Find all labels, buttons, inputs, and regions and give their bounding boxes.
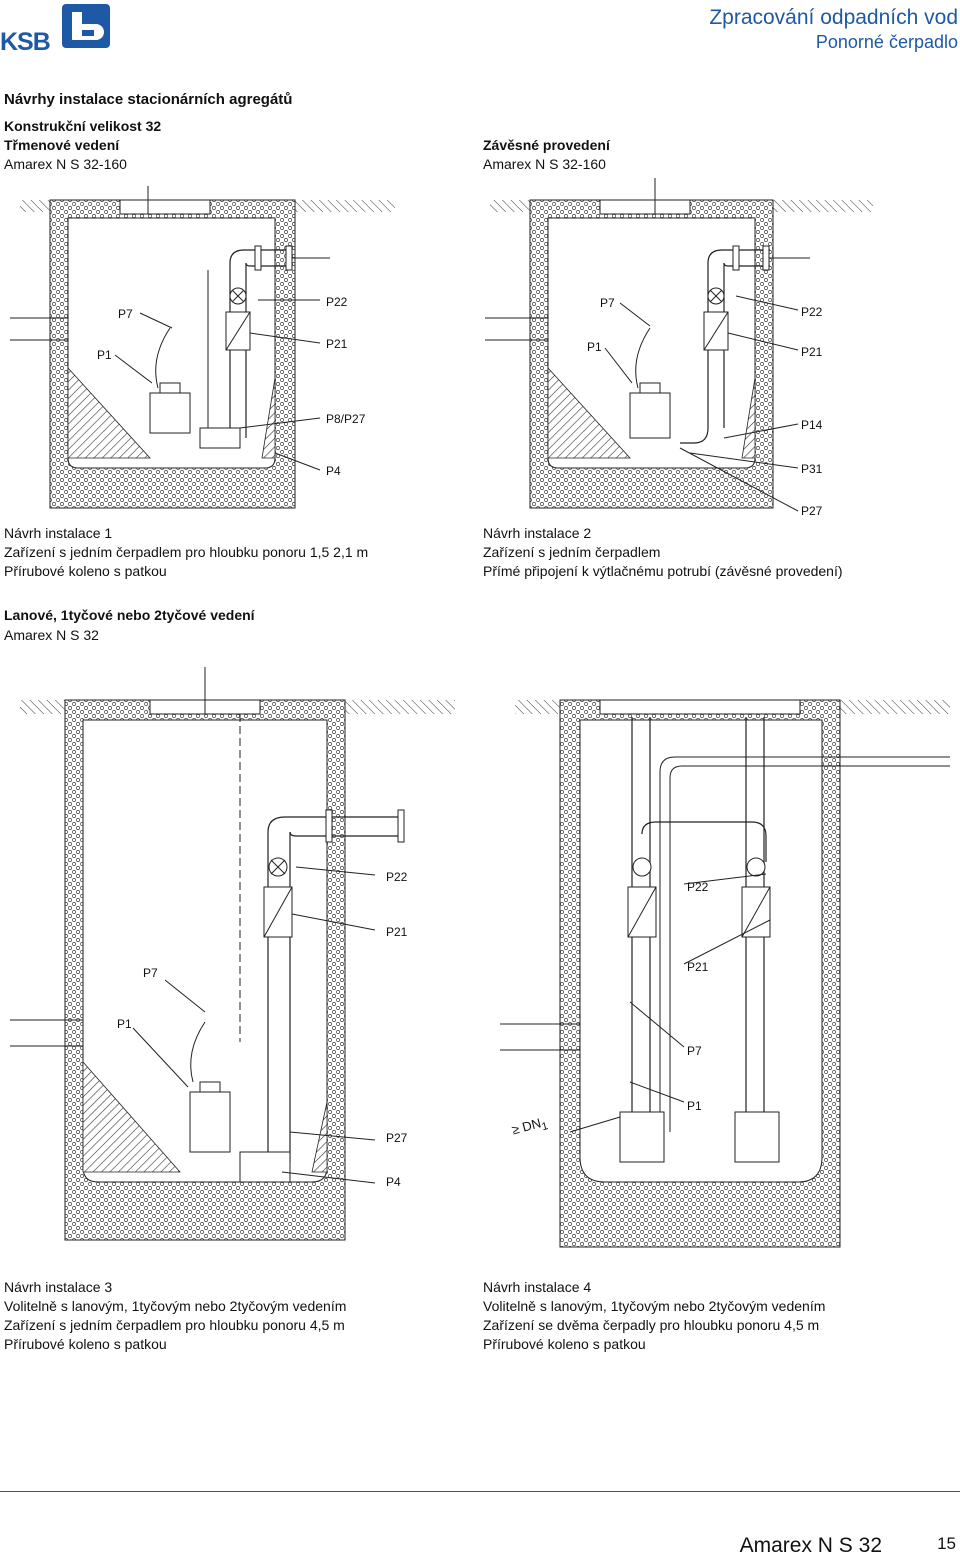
caption-2-line-2: Zařízení s jedním čerpadlem <box>483 544 661 560</box>
caption-1-line-3: Přírubové koleno s patkou <box>4 563 167 579</box>
caption-2-line-3: Přímé připojení k výtlačnému potrubí (zá… <box>483 563 843 579</box>
caption-3-line-3: Zařízení s jedním čerpadlem pro hloubku … <box>4 1317 345 1333</box>
caption-1: Návrh instalace 1 Zařízení s jedním čerp… <box>4 524 368 581</box>
section-title: Návrhy instalace stacionárních agregátů <box>4 91 293 108</box>
d3-label-p4: P4 <box>386 1175 401 1189</box>
caption-3-line-1: Návrh instalace 3 <box>4 1279 113 1295</box>
d2-label-p31: P31 <box>801 462 823 476</box>
d3-label-p1: P1 <box>117 1017 132 1031</box>
d2-label-p21: P21 <box>801 345 823 359</box>
d2-label-p1: P1 <box>587 340 602 354</box>
footer-model: Amarex N S 32 <box>739 1534 882 1557</box>
d4-label-p7: P7 <box>687 1044 702 1058</box>
size-line: Konstrukční velikost 32 <box>4 118 162 134</box>
drawing-1 <box>10 186 395 509</box>
ksb-logo <box>0 0 115 52</box>
caption-4-line-4: Přírubové koleno s patkou <box>483 1336 646 1352</box>
d2-label-p7: P7 <box>600 296 615 310</box>
right-heading: Závěsné provedení <box>483 137 610 153</box>
d4-label-p22: P22 <box>687 880 709 894</box>
d3-label-p27: P27 <box>386 1131 408 1145</box>
d1-label-p8p27: P8/P27 <box>326 412 366 426</box>
d3-label-p21: P21 <box>386 925 408 939</box>
page-number: 15 <box>937 1534 956 1553</box>
ksb-logo-icon <box>62 4 110 48</box>
d4-label-p21: P21 <box>687 960 709 974</box>
caption-1-line-1: Návrh instalace 1 <box>4 525 113 541</box>
caption-4-line-2: Volitelně s lanovým, 1tyčovým nebo 2tyčo… <box>483 1298 826 1314</box>
caption-4-line-3: Zařízení se dvěma čerpadly pro hloubku p… <box>483 1317 820 1333</box>
caption-4: Návrh instalace 4 Volitelně s lanovým, 1… <box>483 1278 825 1354</box>
caption-3: Návrh instalace 3 Volitelně s lanovým, 1… <box>4 1278 346 1354</box>
page-subtitle: Ponorné čerpadlo <box>815 32 958 52</box>
d1-label-p1: P1 <box>97 348 112 362</box>
caption-2-line-1: Návrh instalace 2 <box>483 525 592 541</box>
d2-label-p27: P27 <box>801 504 823 518</box>
caption-3-line-2: Volitelně s lanovým, 1tyčovým nebo 2tyčo… <box>4 1298 347 1314</box>
right-model: Amarex N S 32-160 <box>483 156 606 172</box>
caption-1-line-2: Zařízení s jedním čerpadlem pro hloubku … <box>4 544 369 560</box>
caption-3-line-4: Přírubové koleno s patkou <box>4 1336 167 1352</box>
block2-model: Amarex N S 32 <box>4 627 99 643</box>
d2-label-p22: P22 <box>801 305 823 319</box>
drawing-4 <box>500 699 950 1248</box>
d4-label-p1: P1 <box>687 1099 702 1113</box>
d1-label-p4: P4 <box>326 464 341 478</box>
left-heading: Třmenové vedení <box>4 137 120 153</box>
caption-4-line-1: Návrh instalace 4 <box>483 1279 592 1295</box>
d3-label-p22: P22 <box>386 870 408 884</box>
footer-divider <box>0 1491 960 1492</box>
d1-label-p22: P22 <box>326 295 348 309</box>
drawing-2 <box>485 178 873 512</box>
d1-label-p7: P7 <box>118 307 133 321</box>
caption-2: Návrh instalace 2 Zařízení s jedním čerp… <box>483 524 843 581</box>
d1-label-p21: P21 <box>326 337 348 351</box>
drawing-3 <box>10 667 455 1241</box>
block2-heading: Lanové, 1tyčové nebo 2tyčové vedení <box>4 607 255 623</box>
d2-label-p14: P14 <box>801 418 823 432</box>
logo-text: KSB <box>0 28 51 56</box>
page-title: Zpracování odpadních vod <box>709 6 958 29</box>
d3-label-p7: P7 <box>143 966 158 980</box>
left-model: Amarex N S 32-160 <box>4 156 127 172</box>
